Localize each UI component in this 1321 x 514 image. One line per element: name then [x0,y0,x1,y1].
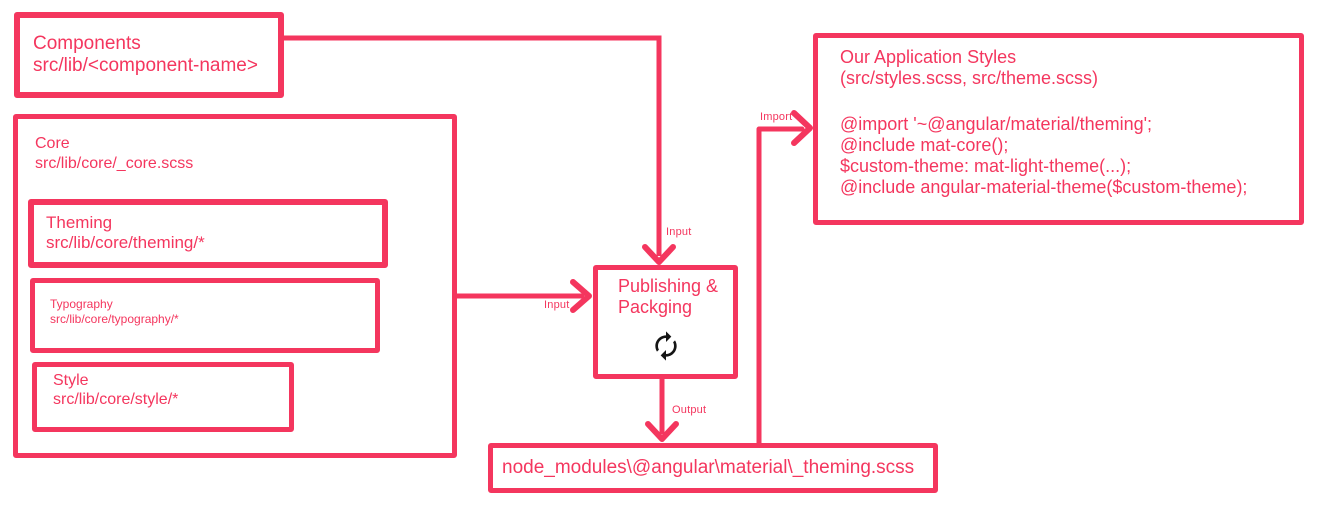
appstyles-code-block: @import '~@angular/material/theming'; @i… [840,114,1299,198]
publishing-packaging-box: Publishing & Packging [593,265,738,379]
appstyles-subtitle: (src/styles.scss, src/theme.scss) [840,68,1099,88]
code-line: $custom-theme: mat-light-theme(...); [840,156,1132,176]
typography-path: src/lib/core/typography/* [50,312,179,326]
publishing-title-line1: Publishing & [618,276,719,296]
edge-label-input-left: Input [544,299,570,311]
edge-label-output: Output [672,404,707,416]
components-path: src/lib/<component-name> [33,55,258,76]
core-path: src/lib/core/_core.scss [35,155,194,172]
node-modules-box: node_modules\@angular\material\_theming.… [488,443,938,493]
style-box: Style src/lib/core/style/* [32,362,294,432]
theming-box: Theming src/lib/core/theming/* [28,199,388,268]
edge-label-input-top: Input [666,226,692,238]
typography-box: Typography src/lib/core/typography/* [30,278,380,353]
code-line: @include mat-core(); [840,135,1009,155]
application-styles-box: Our Application Styles (src/styles.scss,… [813,33,1304,225]
core-title: Core [35,135,70,152]
code-line: @include angular-material-theme($custom-… [840,177,1248,197]
theming-title: Theming [46,213,113,232]
code-line: @import '~@angular/material/theming'; [840,114,1153,134]
sync-cycle-icon [650,330,682,362]
components-title: Components [33,33,141,54]
appstyles-title: Our Application Styles [840,47,1017,67]
connector-node-to-appstyles [756,110,813,446]
theming-path: src/lib/core/theming/* [46,233,205,252]
style-path: src/lib/core/style/* [53,391,179,408]
edge-label-import: Import [760,111,793,123]
style-title: Style [53,372,89,389]
components-box: Components src/lib/<component-name> [14,12,284,98]
node-modules-path: node_modules\@angular\material\_theming.… [502,457,915,478]
typography-title: Typography [50,297,113,311]
publishing-title-line2: Packging [618,297,693,317]
